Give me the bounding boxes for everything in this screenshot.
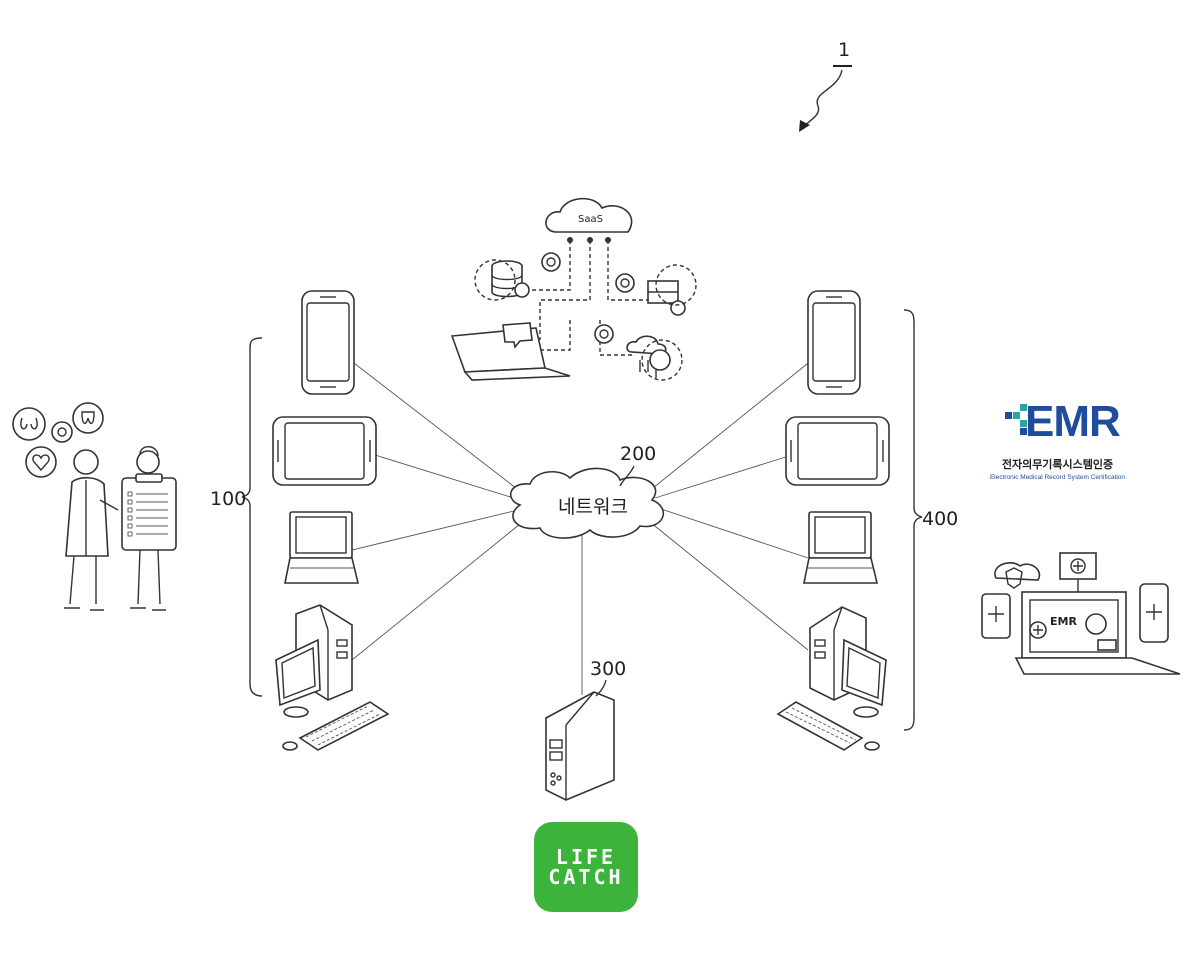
laptop-chat-icon xyxy=(452,323,570,380)
right-group-label: 400 xyxy=(922,508,958,530)
server-lock-icon xyxy=(648,265,696,315)
emr-korean-caption: 전자의무기록시스템인증 xyxy=(985,456,1130,472)
left-group-label: 100 xyxy=(210,488,246,510)
network-reference-label: 200 xyxy=(620,443,656,465)
emr-english-caption: Electronic Medical Record System Certifi… xyxy=(985,474,1130,481)
link-left-laptop xyxy=(352,510,518,550)
emr-screen-label: EMR xyxy=(1050,615,1077,628)
server-tower xyxy=(546,692,614,800)
network-person-icon xyxy=(627,336,682,380)
link-right-laptop xyxy=(658,508,808,558)
gear-icon xyxy=(542,253,560,271)
network-label: 네트워크 xyxy=(558,496,628,518)
right-desktop xyxy=(778,607,886,750)
nurse-figure xyxy=(122,447,176,610)
lifecatch-line2: CATCH xyxy=(548,867,623,887)
left-smartphone xyxy=(302,291,354,394)
server-leader-line xyxy=(596,680,606,696)
right-smartphone xyxy=(808,291,860,394)
link-left-tablet xyxy=(375,455,520,500)
emr-devices-illustration: EMR xyxy=(982,553,1180,674)
right-laptop xyxy=(804,512,877,583)
emr-logo-title: EMR xyxy=(1025,398,1130,446)
link-right-desktop xyxy=(650,522,808,650)
saas-label: SaaS xyxy=(578,214,603,225)
doctor-figure xyxy=(64,450,118,610)
network-cloud: 네트워크 xyxy=(511,468,664,538)
reference-arrow xyxy=(803,70,842,128)
gear-icon xyxy=(616,274,634,292)
medical-staff-illustration xyxy=(13,403,176,610)
mobile-medical-icon xyxy=(1140,584,1168,642)
right-tablet xyxy=(786,417,889,485)
tooth-icon xyxy=(73,403,103,433)
emr-monitor-icon xyxy=(1060,553,1096,592)
saas-cloud-illustration: SaaS xyxy=(452,199,696,380)
clipboard xyxy=(122,478,176,550)
lungs-icon xyxy=(13,408,45,440)
lifecatch-line1: LIFE xyxy=(556,847,616,867)
eye-icon xyxy=(52,422,72,442)
database-icon xyxy=(475,260,529,300)
link-right-tablet xyxy=(655,455,792,498)
link-left-desktop xyxy=(352,520,525,660)
server-reference-label: 300 xyxy=(590,658,626,680)
left-group-bracket xyxy=(242,338,262,696)
lifecatch-app-icon: LIFE CATCH xyxy=(534,822,638,912)
left-laptop xyxy=(285,512,358,583)
left-desktop xyxy=(276,605,388,750)
gear-icon xyxy=(595,325,613,343)
tablet-medical-icon xyxy=(982,594,1010,638)
left-tablet xyxy=(273,417,376,485)
system-reference-label: 1 xyxy=(838,39,850,61)
shield-cloud-icon xyxy=(995,563,1040,588)
right-group-bracket xyxy=(904,310,922,730)
emr-certification-logo: EMR 전자의무기록시스템인증 Electronic Medical Recor… xyxy=(985,398,1130,494)
heart-icon xyxy=(26,447,56,477)
